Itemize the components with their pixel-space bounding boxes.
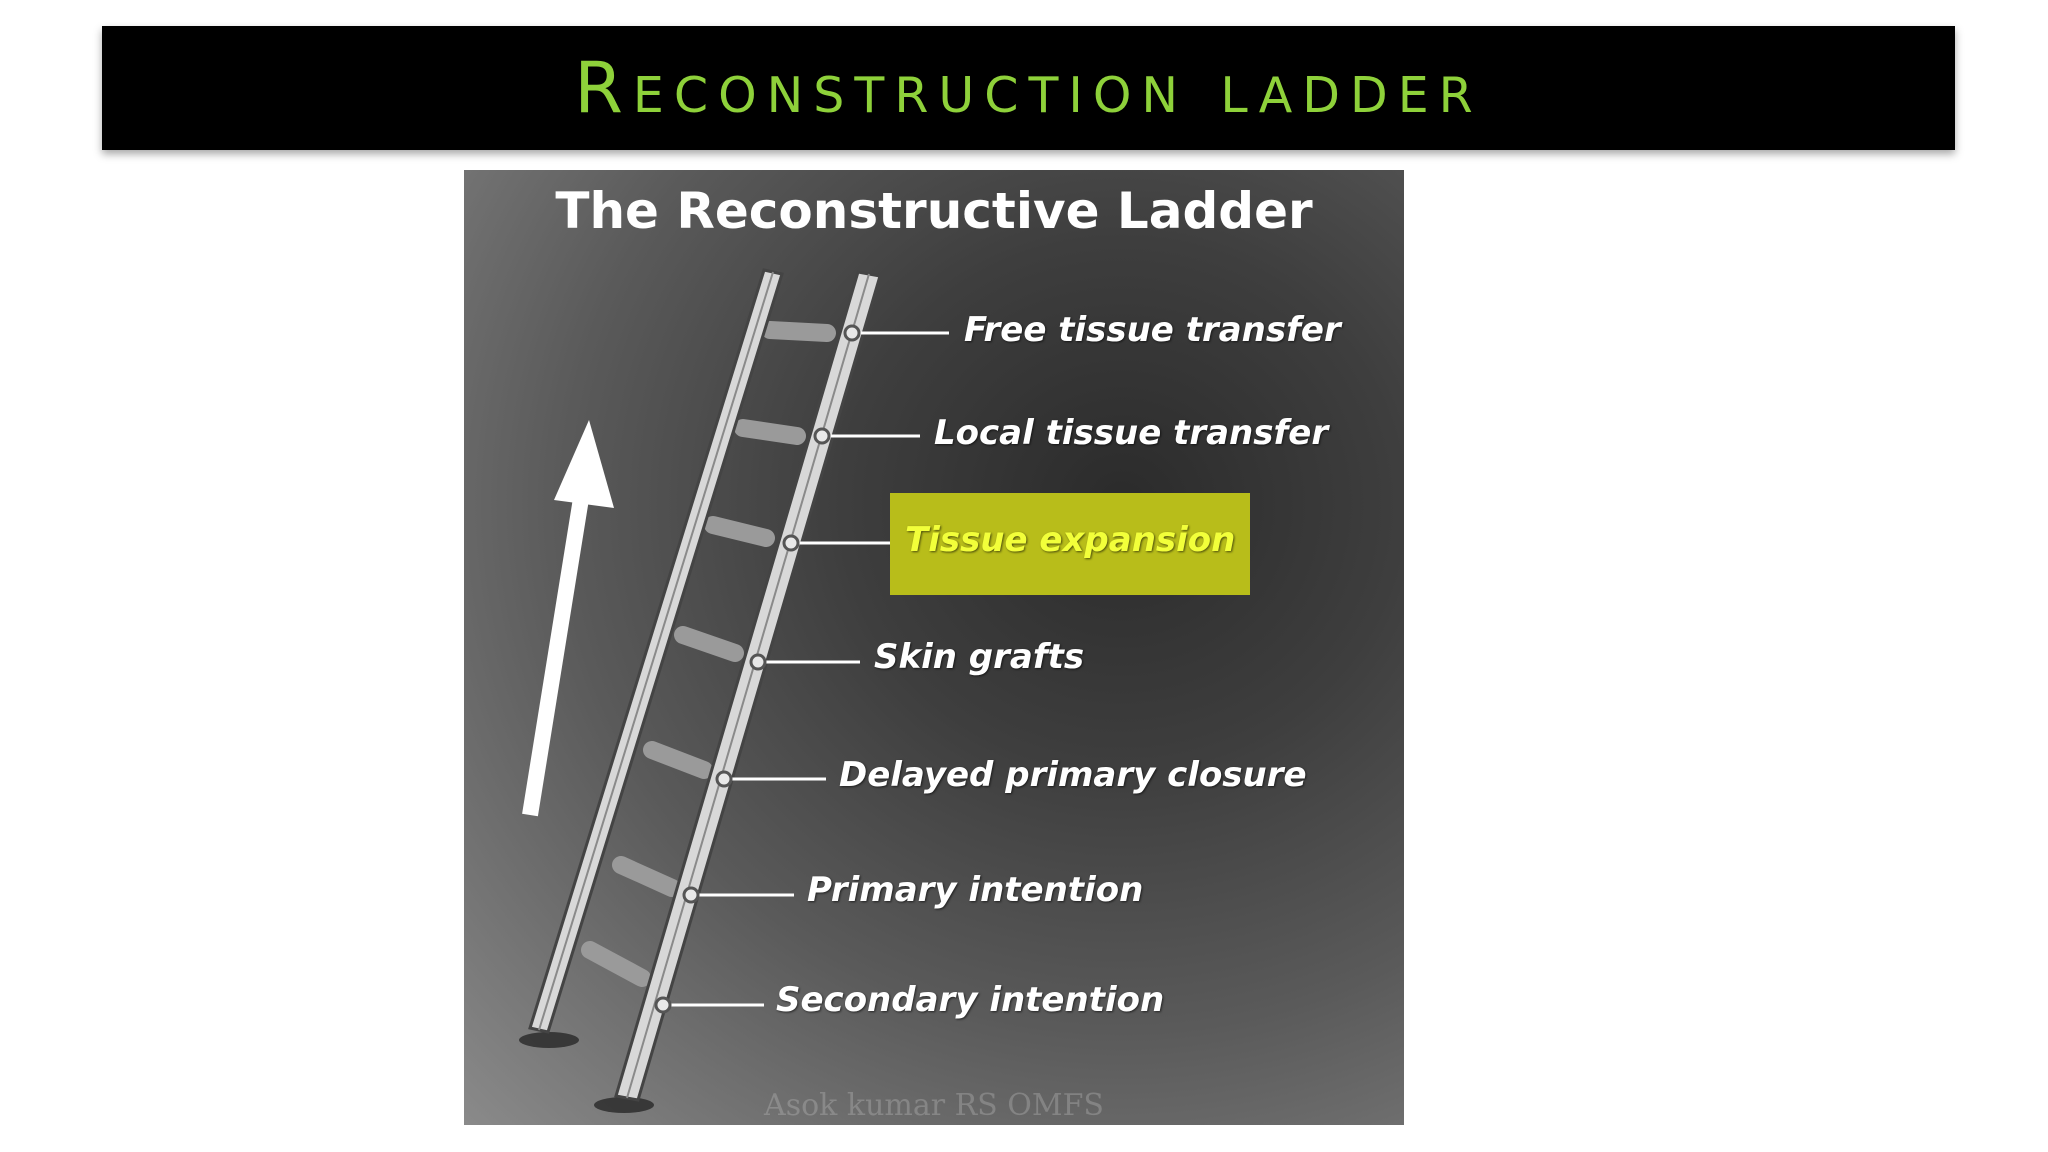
- rung-label-free-tissue-transfer: Free tissue transfer: [964, 310, 1341, 350]
- slide-title: Reconstruction ladder: [574, 47, 1483, 129]
- rung-label-tissue-expansion: Tissue expansion: [905, 520, 1236, 560]
- highlight-box: [890, 493, 1250, 595]
- ladder-graphic: [519, 268, 949, 1113]
- rung-label-local-tissue-transfer: Local tissue transfer: [934, 413, 1329, 453]
- rung-label-secondary-intention: Secondary intention: [776, 980, 1165, 1020]
- watermark: Asok kumar RS OMFS: [764, 1088, 1104, 1123]
- slide-title-bar: Reconstruction ladder: [102, 26, 1955, 150]
- ladder-icon: [519, 268, 949, 1113]
- rung-label-primary-intention: Primary intention: [807, 870, 1144, 910]
- rung-label-skin-grafts: Skin grafts: [874, 637, 1085, 677]
- rung-label-delayed-primary-closure: Delayed primary closure: [839, 755, 1307, 795]
- diagram-title: The Reconstructive Ladder: [555, 182, 1313, 240]
- reconstructive-ladder-diagram: The Reconstructive Ladder: [464, 170, 1404, 1125]
- up-arrow-icon: [522, 420, 614, 817]
